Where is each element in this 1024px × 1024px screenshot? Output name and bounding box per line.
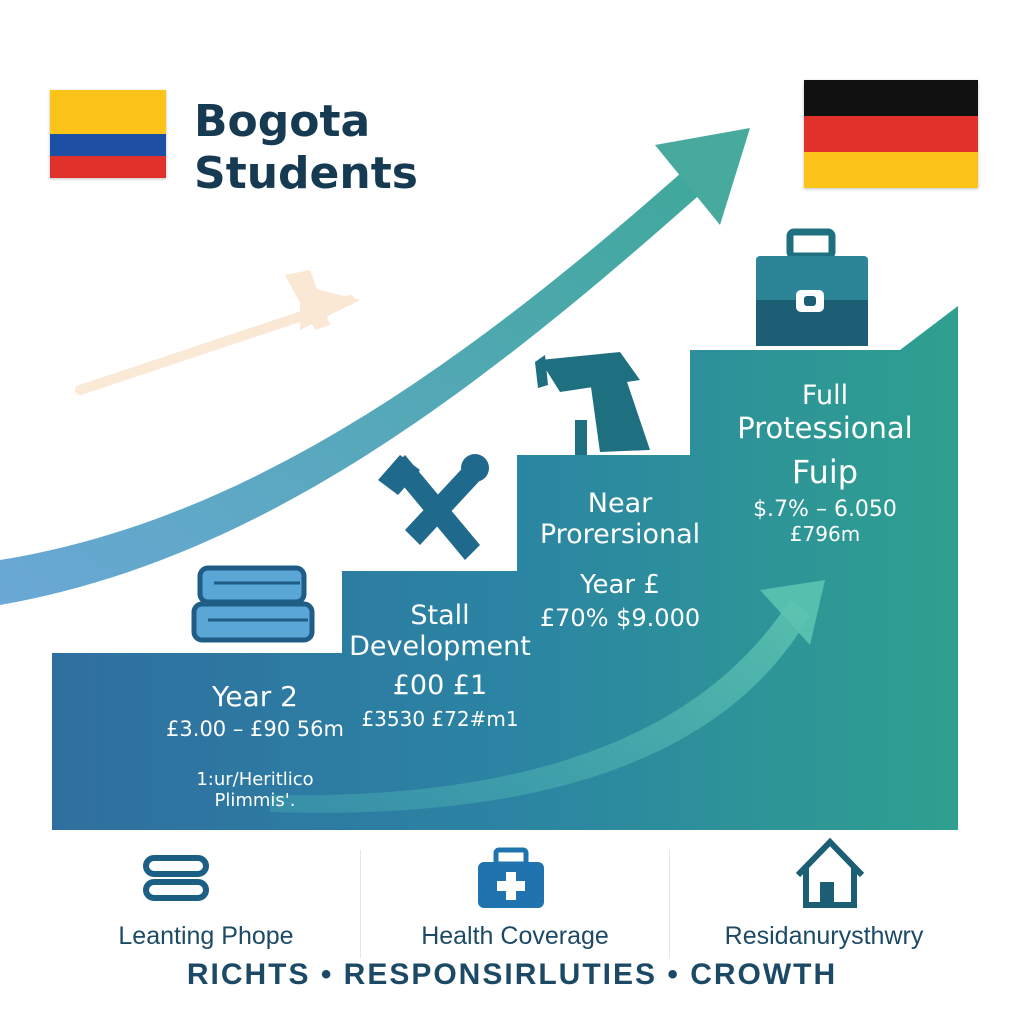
step-note-2: Plimmis'. — [214, 790, 296, 811]
step-heading-2: Development — [349, 631, 531, 662]
inner-arrow-icon — [270, 580, 825, 813]
step-subheading: Fuip — [791, 453, 859, 491]
briefcase-icon — [756, 228, 868, 346]
growth-arrow-icon — [0, 128, 750, 605]
feature-learning: Leanting Phope — [52, 850, 361, 958]
title-line-2: Students — [194, 148, 418, 199]
step-salary: £00 £1 — [392, 670, 488, 701]
feature-label: Leanting Phope — [118, 922, 294, 950]
title-line-1: Bogota — [194, 96, 371, 147]
feature-health: Health Coverage — [361, 850, 670, 958]
house-icon — [795, 837, 865, 908]
colombia-flag — [50, 90, 166, 178]
step-year: Year £ — [580, 570, 660, 600]
step-heading-2: Protessional — [737, 411, 913, 445]
drill-icon — [535, 352, 650, 455]
step-salary: £3.00 – £90 56m — [166, 717, 344, 741]
tools-icon — [378, 454, 489, 560]
step-near-professional: Near Prorersional Year £ £70% $9.000 — [530, 488, 710, 632]
step-heading: Year 2 — [212, 680, 298, 713]
airplane-icon — [75, 270, 360, 395]
feature-label: Residanurysthwry — [724, 922, 924, 950]
step-heading: Near — [587, 488, 653, 519]
medical-kit-icon — [478, 847, 544, 908]
step-salary-2: £3530 £72#m1 — [361, 707, 519, 731]
page-title: Bogota Students — [194, 96, 418, 200]
step-note: 1:ur/Heritlico — [196, 769, 314, 790]
step-heading-2: Prorersional — [539, 519, 701, 550]
step-full-professional: Full Protessional Fuip $.7% – 6.050 £796… — [715, 380, 935, 546]
germany-flag — [804, 80, 978, 188]
step-salary: $.7% – 6.050 — [753, 497, 897, 522]
step-salary-2: £796m — [789, 522, 861, 546]
step-heading: Stall — [410, 600, 470, 631]
feature-row: Leanting Phope Health Coverage Residanur… — [52, 850, 978, 958]
feature-residency: Residanurysthwry — [670, 850, 978, 958]
learning-list-icon — [143, 855, 209, 901]
books-icon — [191, 565, 315, 643]
step-salary: £70% $9.000 — [539, 604, 701, 632]
step-heading: Full — [801, 380, 849, 411]
feature-label: Health Coverage — [421, 922, 609, 950]
tagline: RICHTS • RESPONSIRLUTIES • CROWTH — [186, 958, 838, 991]
step-year-2: Year 2 £3.00 – £90 56m 1:ur/Heritlico Pl… — [150, 680, 360, 811]
step-skill-development: Stall Development £00 £1 £3530 £72#m1 — [345, 600, 535, 731]
